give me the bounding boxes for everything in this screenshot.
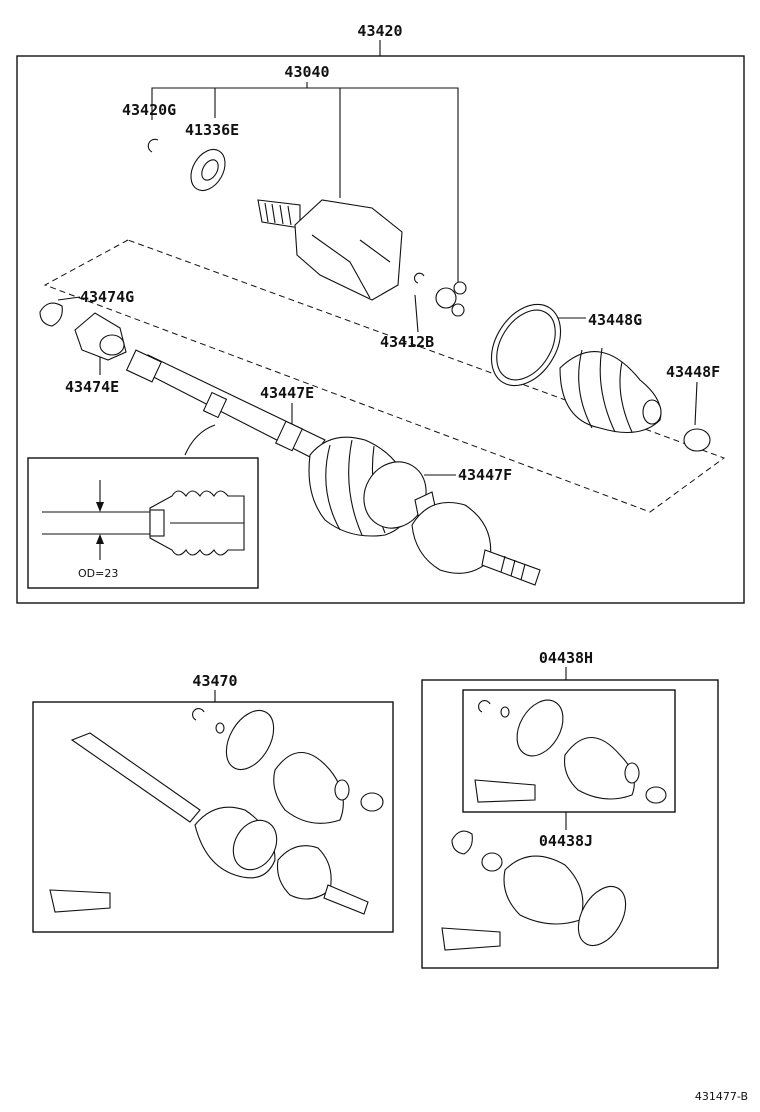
callout-41336E[interactable]: 41336E [185, 121, 239, 139]
bottom-left-frame [32, 701, 394, 933]
bottom-left-axle-icon [70, 732, 369, 915]
assembly-frame [16, 55, 745, 604]
boot-kit-outline [43, 239, 726, 513]
assembly-part-number[interactable]: 43420 [357, 22, 402, 40]
callout-43448G[interactable]: 43448G [588, 311, 642, 329]
kit-outer-frame [421, 679, 719, 969]
small-boot-clamp-icon [683, 428, 711, 452]
large-boot-clamp-icon [490, 303, 562, 387]
bottom-left-part-number[interactable]: 43470 [192, 672, 237, 690]
inner-joint-icon [257, 199, 403, 301]
kit-outer-part-number[interactable]: 04438H [539, 649, 593, 667]
inset-dimension-label: OD=23 [78, 567, 118, 580]
kit-inner-part-number[interactable]: 04438J [539, 832, 593, 850]
clip-icon [414, 272, 425, 284]
kit-inner-box-parts-icon [474, 699, 667, 804]
joint-group-label[interactable]: 43040 [284, 63, 329, 81]
callout-43420G[interactable]: 43420G [122, 101, 176, 119]
leader-43474G [57, 296, 81, 301]
callout-43412B[interactable]: 43412B [380, 333, 434, 351]
inset-arrow [184, 424, 216, 456]
tripod-spider-icon [435, 281, 467, 317]
dust-deflector-hole [201, 159, 219, 181]
leader-43448F [694, 381, 698, 426]
inset-frame [27, 457, 259, 589]
kit-inner-box [462, 689, 676, 813]
joint-group-bracket [151, 87, 459, 282]
bottom-left-boot-parts-icon [192, 708, 384, 824]
callout-43447F[interactable]: 43447F [458, 466, 512, 484]
callout-43447E[interactable]: 43447E [260, 384, 314, 402]
inset-detail-icon [42, 480, 245, 560]
leader-43412B [414, 294, 419, 333]
bottom-left-assembly: 43470 [32, 672, 394, 933]
grease-tube-icon [49, 889, 111, 913]
figure-code: 431477-B [695, 1090, 748, 1103]
callout-43474E[interactable]: 43474E [65, 378, 119, 396]
kit-outer-parts-icon [441, 830, 627, 951]
outer-boot-icon [559, 347, 662, 433]
top-assembly: 43420 43040 43420G 41336E 43474G 43474E … [16, 22, 745, 604]
callout-43474G[interactable]: 43474G [80, 288, 134, 306]
axle-shaft-icon [125, 349, 541, 586]
damper-icon [74, 312, 127, 361]
damper-clamp-icon [39, 302, 63, 327]
callout-43448F[interactable]: 43448F [666, 363, 720, 381]
bottom-right-assembly: 04438H 04438J [421, 649, 719, 969]
snap-ring-icon [147, 138, 159, 153]
